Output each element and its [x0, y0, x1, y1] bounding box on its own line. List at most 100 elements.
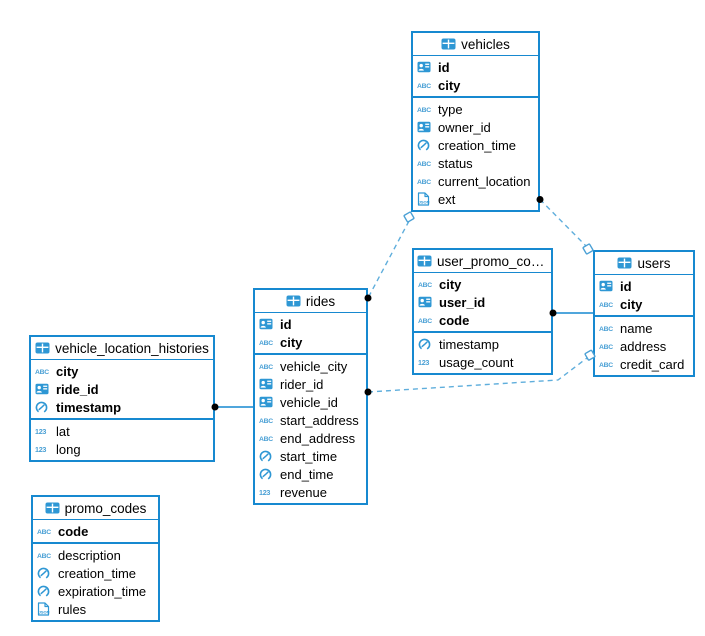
table-header[interactable]: vehicles: [413, 33, 538, 56]
column-name: city: [620, 296, 643, 312]
svg-text:123: 123: [35, 427, 46, 436]
column-name: expiration_time: [58, 583, 147, 599]
column-name: creation_time: [438, 137, 517, 153]
column-row[interactable]: owner_id: [413, 118, 538, 136]
column-name: usage_count: [439, 354, 514, 370]
column-row[interactable]: ABC address: [595, 337, 693, 355]
table-header[interactable]: vehicle_location_histories: [31, 337, 213, 360]
text-icon: ABC: [37, 526, 54, 536]
text-icon: ABC: [259, 433, 276, 443]
datetime-icon: [259, 450, 276, 463]
table-header[interactable]: users: [595, 252, 693, 275]
column-name: code: [58, 523, 89, 539]
column-name: ride_id: [56, 381, 99, 397]
uuid-icon: [599, 280, 616, 292]
column-name: timestamp: [56, 399, 122, 415]
column-row[interactable]: ride_id: [31, 380, 213, 398]
column-row[interactable]: id: [255, 315, 366, 333]
column-row[interactable]: rider_id: [255, 375, 366, 393]
svg-text:123: 123: [418, 358, 429, 367]
columns-section: timestamp 123 usage_count: [414, 333, 551, 373]
svg-text:ABC: ABC: [259, 364, 273, 371]
svg-text:ABC: ABC: [37, 553, 51, 560]
column-name: vehicle_city: [280, 358, 348, 374]
column-name: user_id: [439, 294, 486, 310]
text-icon: ABC: [259, 361, 276, 371]
column-row[interactable]: creation_time: [33, 564, 158, 582]
column-row[interactable]: 123 usage_count: [414, 353, 551, 371]
text-icon: ABC: [417, 158, 434, 168]
table-name: promo_codes: [64, 500, 147, 516]
column-name: end_address: [280, 430, 356, 446]
column-name: description: [58, 547, 121, 563]
column-row[interactable]: vehicle_id: [255, 393, 366, 411]
column-row[interactable]: id: [413, 58, 538, 76]
column-row[interactable]: user_id: [414, 293, 551, 311]
table-header[interactable]: rides: [255, 290, 366, 313]
relationship-line-vehicles-users[interactable]: [536, 196, 594, 255]
numeric-icon: 123: [35, 444, 52, 454]
datetime-icon: [37, 567, 54, 580]
column-name: address: [620, 338, 667, 354]
column-name: name: [620, 320, 653, 336]
datetime-icon: [37, 585, 54, 598]
svg-text:ABC: ABC: [37, 529, 51, 536]
relationship-line-user-promo-codes-users[interactable]: [549, 309, 594, 317]
column-row[interactable]: ABC code: [33, 522, 158, 540]
column-row[interactable]: creation_time: [413, 136, 538, 154]
text-icon: ABC: [599, 359, 616, 369]
relationship-line-vehicle-location-histories-rides[interactable]: [211, 403, 254, 411]
column-row[interactable]: start_time: [255, 447, 366, 465]
column-row[interactable]: expiration_time: [33, 582, 158, 600]
svg-text:ABC: ABC: [599, 344, 613, 351]
table-icon: [441, 38, 456, 50]
relationship-line-rides-vehicles[interactable]: [364, 211, 415, 302]
table-header[interactable]: user_promo_codes: [414, 250, 551, 273]
table-header[interactable]: promo_codes: [33, 497, 158, 520]
column-row[interactable]: end_time: [255, 465, 366, 483]
column-name: owner_id: [438, 119, 491, 135]
column-row[interactable]: id: [595, 277, 693, 295]
text-icon: ABC: [417, 104, 434, 114]
numeric-icon: 123: [259, 487, 276, 497]
column-name: rules: [58, 601, 87, 617]
svg-text:ABC: ABC: [417, 107, 431, 114]
column-row[interactable]: timestamp: [414, 335, 551, 353]
column-row[interactable]: ABC description: [33, 546, 158, 564]
column-name: vehicle_id: [280, 394, 338, 410]
column-row[interactable]: ABC end_address: [255, 429, 366, 447]
uuid-icon: [259, 378, 276, 390]
column-name: ext: [438, 191, 456, 207]
text-icon: ABC: [35, 366, 52, 376]
column-row[interactable]: timestamp: [31, 398, 213, 416]
column-row[interactable]: ABC vehicle_city: [255, 357, 366, 375]
